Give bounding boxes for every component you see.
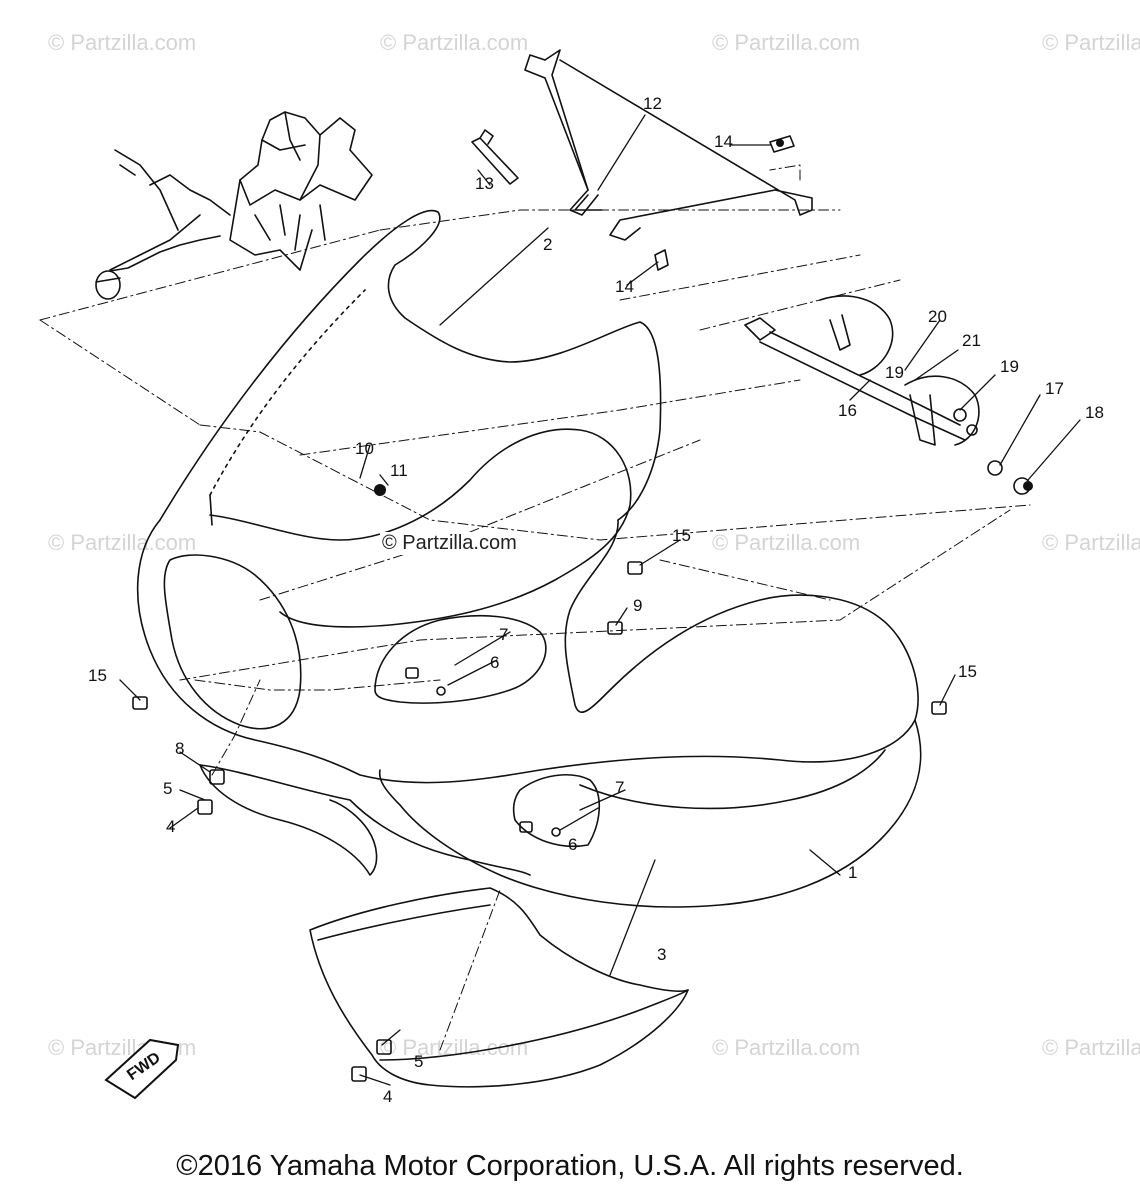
callout-4[interactable]: 4 [166, 817, 176, 836]
watermark: © Partzilla.com [1042, 1035, 1140, 1060]
callout-20[interactable]: 20 [928, 307, 947, 326]
watermark: © Partzilla.com [712, 30, 861, 55]
bolt-13 [471, 129, 519, 185]
watermark: © Partzilla.com [380, 30, 529, 55]
callout-8[interactable]: 8 [175, 739, 185, 758]
watermark: © Partzilla.com [712, 530, 861, 555]
callout-5[interactable]: 5 [163, 779, 173, 798]
callout-17[interactable]: 17 [1045, 379, 1064, 398]
watermark: © Partzilla.com [48, 30, 197, 55]
watermark: © Partzilla.com [712, 1035, 861, 1060]
callout-19[interactable]: 19 [1000, 357, 1019, 376]
leader-lines [119, 114, 1081, 1086]
callout-21[interactable]: 21 [962, 331, 981, 350]
callout-14[interactable]: 14 [714, 132, 733, 151]
callout-6[interactable]: 6 [490, 653, 500, 672]
watermark: © Partzilla.com [48, 530, 197, 555]
callout-15[interactable]: 15 [672, 526, 691, 545]
callout-4-lower[interactable]: 4 [383, 1087, 393, 1106]
frame-head [95, 111, 373, 300]
callout-3[interactable]: 3 [657, 945, 667, 964]
watermark: © Partzilla.com [1042, 530, 1140, 555]
hardware [132, 408, 1031, 1082]
callout-10[interactable]: 10 [355, 439, 374, 458]
windshield [159, 209, 662, 521]
callout-11[interactable]: 11 [390, 461, 408, 480]
callout-2[interactable]: 2 [543, 235, 553, 254]
assembly-lines [39, 164, 1031, 1051]
lower-cowl [309, 887, 689, 1088]
upper-fairing [136, 428, 922, 908]
bolt-14-lower [654, 249, 669, 271]
callout-1[interactable]: 1 [848, 863, 858, 882]
callout-7-lower[interactable]: 7 [615, 778, 625, 797]
copyright-notice: ©2016 Yamaha Motor Corporation, U.S.A. A… [176, 1150, 964, 1182]
bolt-14-top [769, 135, 795, 153]
callout-12[interactable]: 12 [643, 94, 662, 113]
center-watermark: © Partzilla.com [380, 532, 519, 555]
callout-9[interactable]: 9 [633, 596, 643, 615]
callout-15-left[interactable]: 15 [88, 666, 107, 685]
fwd-badge: FWD [104, 1038, 180, 1100]
callout-13[interactable]: 13 [475, 174, 494, 193]
callout-14-lower[interactable]: 14 [615, 277, 634, 296]
watermark: © Partzilla.com [1042, 30, 1140, 55]
callout-16[interactable]: 16 [838, 401, 857, 420]
callout-7[interactable]: 7 [499, 625, 509, 644]
callout-18[interactable]: 18 [1085, 403, 1104, 422]
callout-6-lower[interactable]: 6 [568, 835, 578, 854]
callout-5-lower[interactable]: 5 [414, 1052, 424, 1071]
callout-15-right[interactable]: 15 [958, 662, 977, 681]
callout-19-left[interactable]: 19 [885, 363, 904, 382]
